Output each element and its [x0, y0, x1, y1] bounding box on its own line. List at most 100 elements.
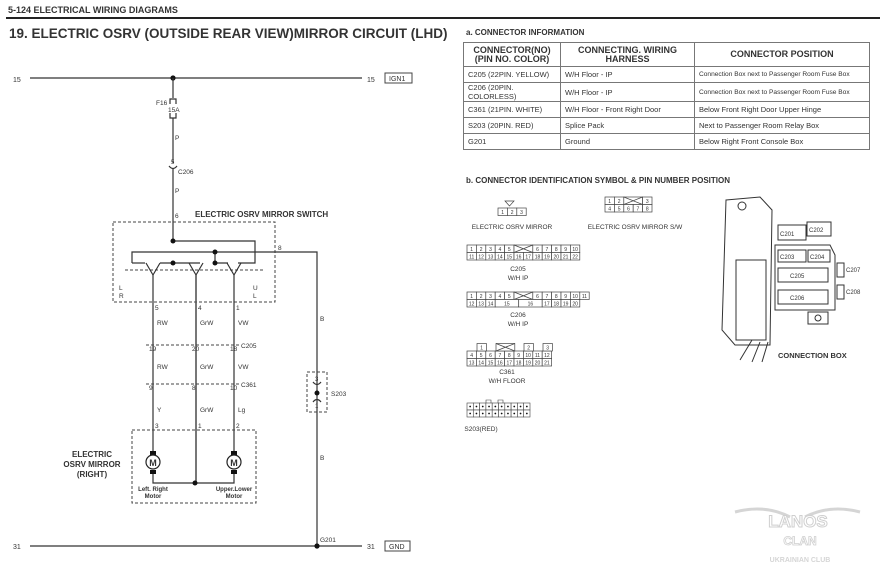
connector-face-label: C206: [510, 312, 526, 319]
pin-label: 9: [149, 385, 153, 392]
wire-color: Lg: [238, 407, 246, 414]
pin-number: 16: [497, 360, 503, 366]
cell: C361 (21PIN. WHITE): [463, 101, 561, 118]
cell: W/H Floor - IP: [560, 66, 695, 83]
col-header: CONNECTING. WIRING HARNESS: [560, 42, 695, 67]
pin-label: 2: [236, 423, 240, 430]
pin-number: 6: [536, 247, 539, 253]
key-x-icon: [623, 196, 643, 205]
pin-number: 2: [480, 247, 483, 253]
cell: W/H Floor - IP: [560, 82, 695, 102]
pin-number: 3: [520, 210, 523, 216]
box-connector-label: C201: [780, 232, 795, 238]
wire-color: RW: [157, 364, 169, 371]
pin-number: 6: [536, 294, 539, 300]
cell: S203 (20PIN. RED): [463, 117, 561, 134]
box-connector-label: C206: [790, 296, 805, 302]
gnd-tag: GND: [389, 544, 405, 551]
box-connector-label: C208: [846, 290, 861, 296]
col-header: CONNECTOR POSITION: [694, 42, 870, 67]
pin-number: 7: [499, 353, 502, 359]
box-connector-label: C205: [790, 274, 805, 280]
motor-symbol: M: [149, 458, 157, 468]
lanos-clan-watermark-logo: LANOS CLAN UKRAINIAN CLUB: [734, 507, 861, 564]
mirror-switch-box: [112, 221, 276, 303]
pin-number: 3: [489, 294, 492, 300]
pin-number: 14: [478, 360, 484, 366]
pin-label: 5: [171, 160, 175, 166]
gnd-tag-box: [384, 540, 411, 552]
motor-label: Motor: [226, 494, 243, 500]
wire-color: GrW: [200, 407, 214, 414]
pin-number: 8: [555, 247, 558, 253]
ground-label: G201: [320, 537, 336, 544]
mirror-title: ELECTRIC: [72, 450, 112, 459]
switch-label-l: L: [119, 285, 123, 292]
cell: C206 (20PIN. COLORLESS): [463, 82, 561, 102]
wire-color: VW: [238, 364, 249, 371]
motor-label: Motor: [145, 494, 162, 500]
pin-number: 1: [470, 247, 473, 253]
watermark-text: CLAN: [783, 534, 816, 548]
cell: G201: [463, 133, 561, 150]
pin-number: 11: [535, 353, 540, 359]
pin-number: 4: [499, 247, 502, 253]
pin-number: 10: [572, 247, 578, 253]
pin-number: 3: [546, 345, 549, 351]
pin-number: 16: [516, 254, 522, 260]
fuse-rating: 15A: [168, 107, 180, 114]
pin-label: 8: [192, 385, 196, 392]
pin-number: 17: [544, 301, 550, 307]
box-connector-label: C204: [810, 255, 825, 261]
switch-label-r: R: [119, 293, 124, 300]
pin-number: 2: [511, 210, 514, 216]
wire-color: Y: [157, 407, 162, 414]
connector-info-table: CONNECTOR(NO) (PIN NO. COLOR) CONNECTING…: [463, 42, 870, 150]
connector-face-label: ELECTRIC OSRV MIRROR: [472, 224, 553, 231]
wire-color: P: [175, 188, 179, 195]
pin-label: 3: [155, 423, 159, 430]
connector-label: C206: [178, 169, 194, 176]
pin-number: 18: [516, 360, 522, 366]
pin-number: 18: [554, 301, 560, 307]
pin-label: 1: [315, 404, 319, 410]
wire-color: B: [320, 455, 324, 462]
pin-number: 3: [489, 247, 492, 253]
motor-upper-lower-icon: M: [226, 451, 242, 474]
connector-label: C361: [241, 382, 257, 389]
connector-info-heading: a. CONNECTOR INFORMATION: [466, 28, 585, 37]
cell: Below Front Right Door Upper Hinge: [694, 101, 870, 118]
pin-number: 7: [546, 247, 549, 253]
wire-color: GrW: [200, 320, 214, 327]
motor-label: Upper.Lower: [216, 487, 253, 493]
pin-number: 5: [508, 247, 511, 253]
watermark-text: LANOS: [768, 512, 828, 531]
pin-number: 8: [646, 206, 649, 212]
pin-number: 16: [528, 301, 534, 307]
pin-number: 6: [489, 353, 492, 359]
connector-face-label: ELECTRIC OSRV MIRROR S/W: [588, 224, 683, 231]
pin-number: 20: [572, 301, 578, 307]
pin-number: 13: [469, 360, 475, 366]
pin-number: 4: [470, 353, 473, 359]
cell: Connection Box next to Passenger Room Fu…: [694, 82, 870, 102]
pin-number: 17: [507, 360, 513, 366]
pin-number: 6: [627, 206, 630, 212]
pin-number: 14: [497, 254, 503, 260]
page-label: 5-124 ELECTRICAL WIRING DIAGRAMS: [8, 5, 178, 15]
connector-face-label: W/H IP: [508, 321, 529, 328]
pin-number: 8: [508, 353, 511, 359]
pin-number: 8: [555, 294, 558, 300]
motor-symbol: M: [230, 458, 238, 468]
wire-color: GrW: [200, 364, 214, 371]
key-x-icon: [513, 244, 533, 253]
pin-number: 12: [478, 254, 484, 260]
